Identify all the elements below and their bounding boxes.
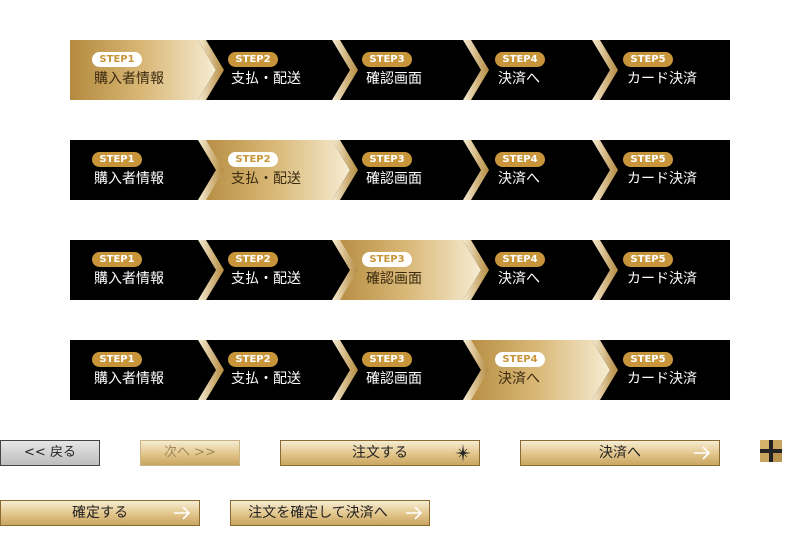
step-5: STEP5 カード決済 <box>70 240 730 300</box>
step-5: STEP5 カード決済 <box>70 40 730 100</box>
step-number-badge: STEP2 <box>228 252 278 267</box>
chevron-separator-icon <box>198 240 224 300</box>
step-label: カード決済 <box>627 171 697 187</box>
step-label: 決済へ <box>498 171 540 187</box>
step-label: カード決済 <box>627 371 697 387</box>
chevron-separator-icon <box>592 340 618 400</box>
step-number-badge: STEP2 <box>228 152 278 167</box>
step-number-badge: STEP1 <box>92 152 142 167</box>
to-payment-button[interactable]: 決済へ <box>520 440 720 466</box>
step-4: STEP4 決済へ <box>70 40 730 100</box>
chevron-separator-icon <box>463 340 489 400</box>
chevron-separator-icon <box>463 240 489 300</box>
confirm-button[interactable]: 確定する <box>0 500 200 526</box>
step-2: STEP2 支払・配送 <box>70 40 730 100</box>
step-label: 決済へ <box>498 371 540 387</box>
step-number-badge: STEP5 <box>623 352 673 367</box>
back-button[interactable]: << 戻る <box>0 440 100 466</box>
confirm-and-pay-button[interactable]: 注文を確定して決済へ <box>230 500 430 526</box>
step-4: STEP4 決済へ <box>70 240 730 300</box>
step-1: STEP1 購入者情報 <box>70 140 730 200</box>
chevron-separator-icon <box>198 40 224 100</box>
next-button[interactable]: 次へ >> <box>140 440 240 466</box>
chevron-separator-icon <box>463 40 489 100</box>
chevron-separator-icon <box>592 140 618 200</box>
step-number-badge: STEP1 <box>92 52 142 67</box>
step-2: STEP2 支払・配送 <box>70 140 730 200</box>
confirm-button-label: 確定する <box>72 505 128 521</box>
step-number-badge: STEP4 <box>495 152 545 167</box>
chevron-separator-icon <box>592 40 618 100</box>
step-number-badge: STEP3 <box>362 252 412 267</box>
step-label: 確認画面 <box>366 271 422 287</box>
step-number-badge: STEP5 <box>623 152 673 167</box>
step-label: カード決済 <box>627 271 697 287</box>
step-number-badge: STEP4 <box>495 252 545 267</box>
step-label: カード決済 <box>627 71 697 87</box>
step-label: 決済へ <box>498 271 540 287</box>
step-number-badge: STEP2 <box>228 52 278 67</box>
step-label: 支払・配送 <box>231 71 301 87</box>
arrow-right-icon <box>403 501 425 525</box>
step-5: STEP5 カード決済 <box>70 140 730 200</box>
step-number-badge: STEP1 <box>92 252 142 267</box>
step-4: STEP4 決済へ <box>70 140 730 200</box>
step-label: 確認画面 <box>366 71 422 87</box>
step-label: 確認画面 <box>366 371 422 387</box>
confirm-and-pay-button-label: 注文を確定して決済へ <box>248 505 388 521</box>
step-5: STEP5 カード決済 <box>70 340 730 400</box>
step-label: 決済へ <box>498 71 540 87</box>
chevron-separator-icon <box>332 340 358 400</box>
step-3: STEP3 確認画面 <box>70 40 730 100</box>
chevron-separator-icon <box>332 140 358 200</box>
step-3: STEP3 確認画面 <box>70 240 730 300</box>
step-label: 支払・配送 <box>231 171 301 187</box>
chevron-separator-icon <box>592 240 618 300</box>
step-1: STEP1 購入者情報 <box>70 340 730 400</box>
back-button-label: << 戻る <box>24 445 76 460</box>
step-4: STEP4 決済へ <box>70 340 730 400</box>
step-3: STEP3 確認画面 <box>70 140 730 200</box>
chevron-separator-icon <box>332 40 358 100</box>
step-label: 購入者情報 <box>94 171 164 187</box>
step-number-badge: STEP1 <box>92 352 142 367</box>
order-button-label: 注文する <box>352 445 408 461</box>
plus-mark-icon <box>760 440 782 462</box>
step-label: 購入者情報 <box>94 271 164 287</box>
step-2: STEP2 支払・配送 <box>70 340 730 400</box>
step-1: STEP1 購入者情報 <box>70 240 730 300</box>
order-button[interactable]: 注文する <box>280 440 480 466</box>
step-label: 確認画面 <box>366 171 422 187</box>
chevron-separator-icon <box>198 140 224 200</box>
step-number-badge: STEP5 <box>623 52 673 67</box>
sparkle-icon <box>453 441 473 465</box>
step-1: STEP1 購入者情報 <box>70 40 730 100</box>
chevron-separator-icon <box>463 140 489 200</box>
step-number-badge: STEP3 <box>362 352 412 367</box>
step-label: 購入者情報 <box>94 71 164 87</box>
step-number-badge: STEP3 <box>362 52 412 67</box>
step-3: STEP3 確認画面 <box>70 340 730 400</box>
to-payment-button-label: 決済へ <box>599 445 641 461</box>
chevron-separator-icon <box>332 240 358 300</box>
step-number-badge: STEP5 <box>623 252 673 267</box>
arrow-right-icon <box>171 501 193 525</box>
step-2: STEP2 支払・配送 <box>70 240 730 300</box>
step-number-badge: STEP4 <box>495 52 545 67</box>
next-button-label: 次へ >> <box>164 445 216 460</box>
chevron-separator-icon <box>198 340 224 400</box>
step-label: 支払・配送 <box>231 371 301 387</box>
arrow-right-icon <box>691 441 713 465</box>
step-label: 購入者情報 <box>94 371 164 387</box>
step-number-badge: STEP4 <box>495 352 545 367</box>
step-number-badge: STEP3 <box>362 152 412 167</box>
step-label: 支払・配送 <box>231 271 301 287</box>
step-number-badge: STEP2 <box>228 352 278 367</box>
